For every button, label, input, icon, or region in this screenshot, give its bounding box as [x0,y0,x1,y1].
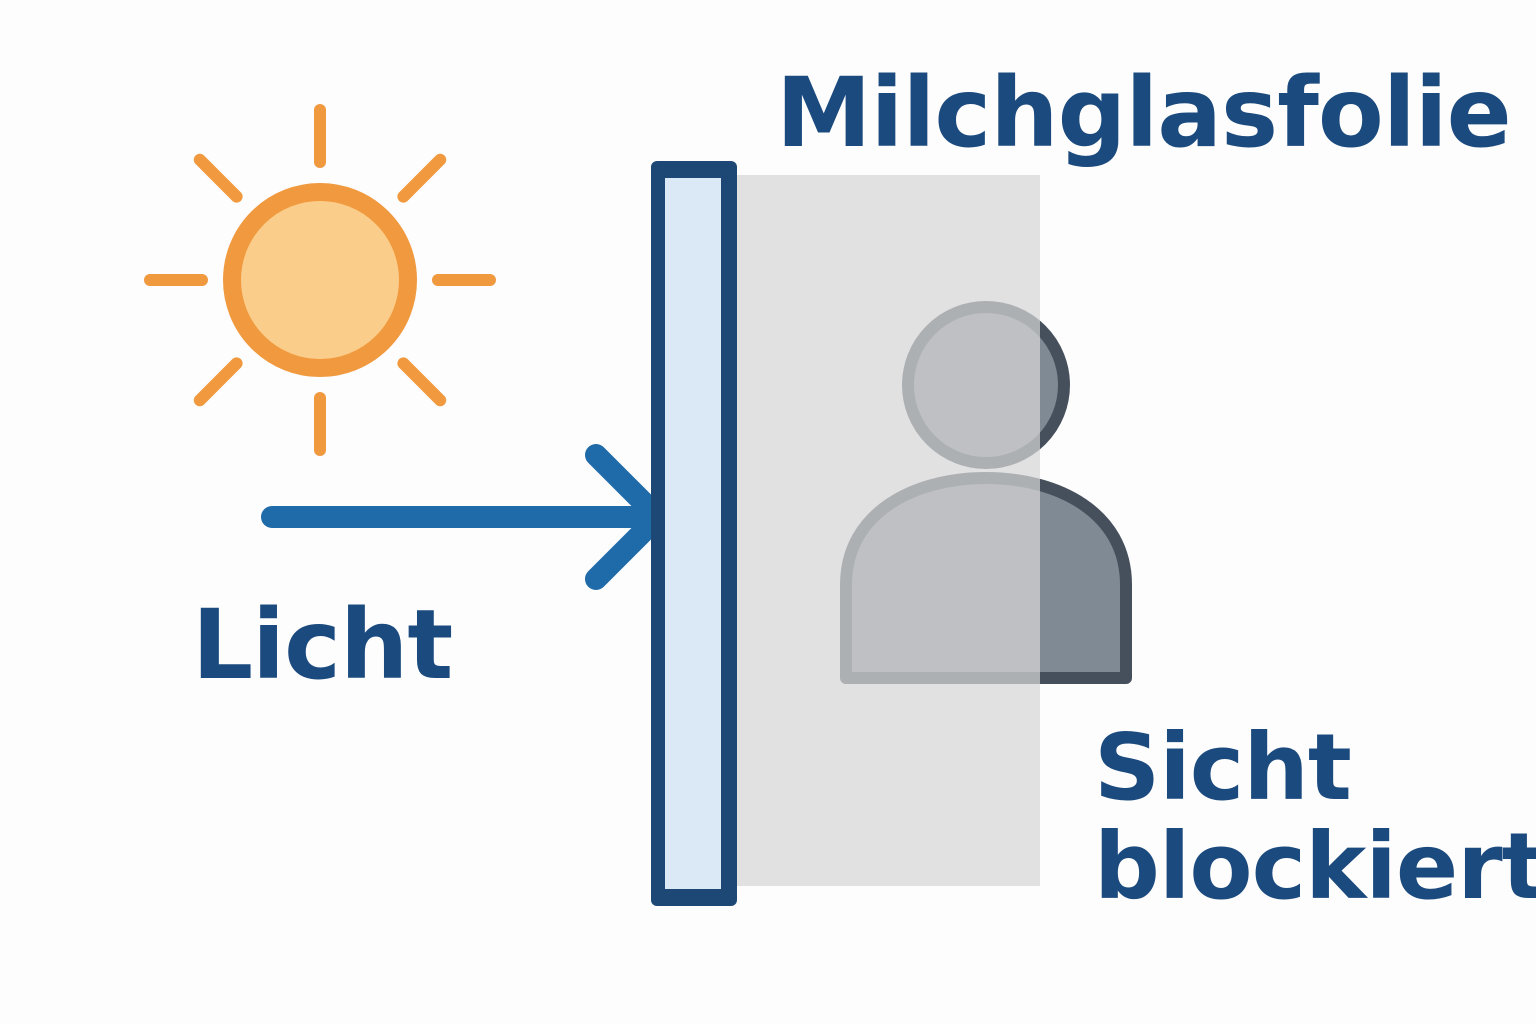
light-arrow-icon [261,444,675,590]
sun-ray [193,357,243,407]
window-pane-icon [651,161,737,906]
sight-blocked-label: Sicht blockiert [1094,718,1536,917]
sun-ray [193,153,243,203]
sun-icon [144,104,496,456]
sun-ray [397,357,447,407]
film-label: Milchglasfolie [776,57,1512,169]
sight-label-line2: blockiert [1094,813,1536,921]
sun-disc [223,183,417,377]
window-pane-glass [665,178,721,889]
light-label: Licht [192,589,453,701]
sight-label-line1: Sicht [1094,714,1352,821]
frosted-film-panel [737,175,1040,886]
sun-ray [397,153,447,203]
sun-rays [144,104,496,456]
